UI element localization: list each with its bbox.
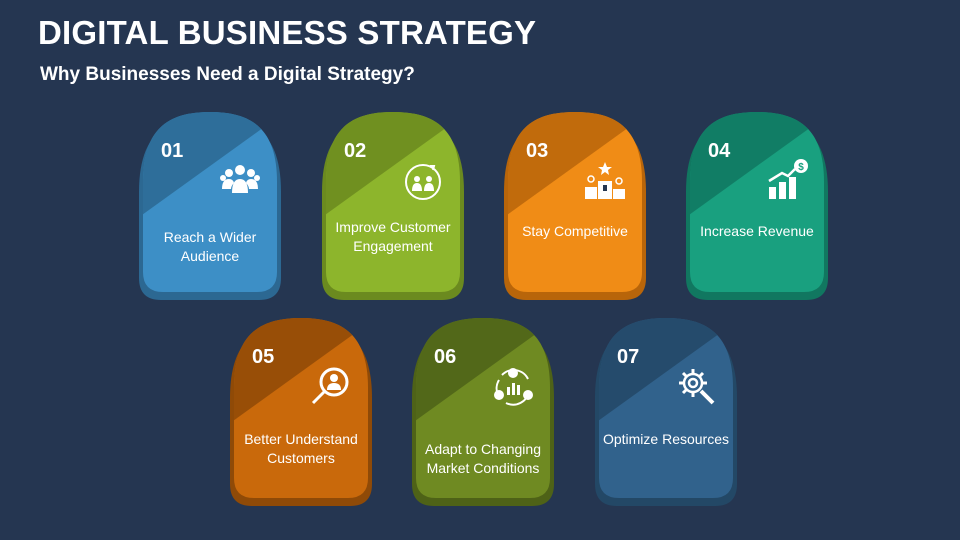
gear-search-icon (673, 363, 719, 409)
card-number: 06 (434, 346, 457, 368)
card-shape (686, 112, 828, 300)
card-shape (139, 112, 281, 300)
strategy-card-04: 04 $ Increase Revenue (682, 112, 832, 302)
card-number: 07 (617, 346, 640, 368)
card-number: 02 (344, 140, 367, 162)
card-shape (595, 318, 737, 506)
revenue-chart-icon: $ (764, 157, 810, 203)
page-title: DIGITAL BUSINESS STRATEGY (38, 14, 537, 51)
card-shape (230, 318, 372, 506)
strategy-card-06: 06 Adapt to Changing Market Conditions (408, 318, 558, 508)
card-label: Better Understand Customers (244, 431, 358, 466)
engagement-icon (400, 157, 446, 203)
card-number: 01 (161, 140, 184, 162)
card-label: Increase Revenue (700, 223, 814, 239)
strategy-card-05: 05 Better Understand Customers (226, 318, 376, 508)
podium-icon (582, 157, 628, 203)
page-subtitle: Why Businesses Need a Digital Strategy? (40, 64, 415, 85)
svg-text:$: $ (798, 162, 804, 173)
card-label: Reach a Wider Audience (163, 229, 257, 264)
card-shape (412, 318, 554, 506)
strategy-card-07: 07 Optimize Resources (591, 318, 741, 508)
card-label: Improve Customer Engagement (335, 219, 451, 254)
card-shape (322, 112, 464, 300)
customer-search-icon (308, 363, 354, 409)
market-cycle-icon (490, 363, 536, 409)
card-shape (504, 112, 646, 300)
strategy-card-02: 02 Improve Customer Engagement (318, 112, 468, 302)
card-number: 05 (252, 346, 275, 368)
strategy-card-01: 01 Reach a Wider Audience (135, 112, 285, 302)
card-label: Stay Competitive (522, 223, 628, 239)
audience-icon (217, 157, 263, 203)
card-number: 04 (708, 140, 731, 162)
card-label: Adapt to Changing Market Conditions (425, 441, 541, 476)
card-label: Optimize Resources (602, 431, 730, 447)
strategy-card-03: 03 Stay Competitive (500, 112, 650, 302)
card-number: 03 (526, 140, 549, 162)
